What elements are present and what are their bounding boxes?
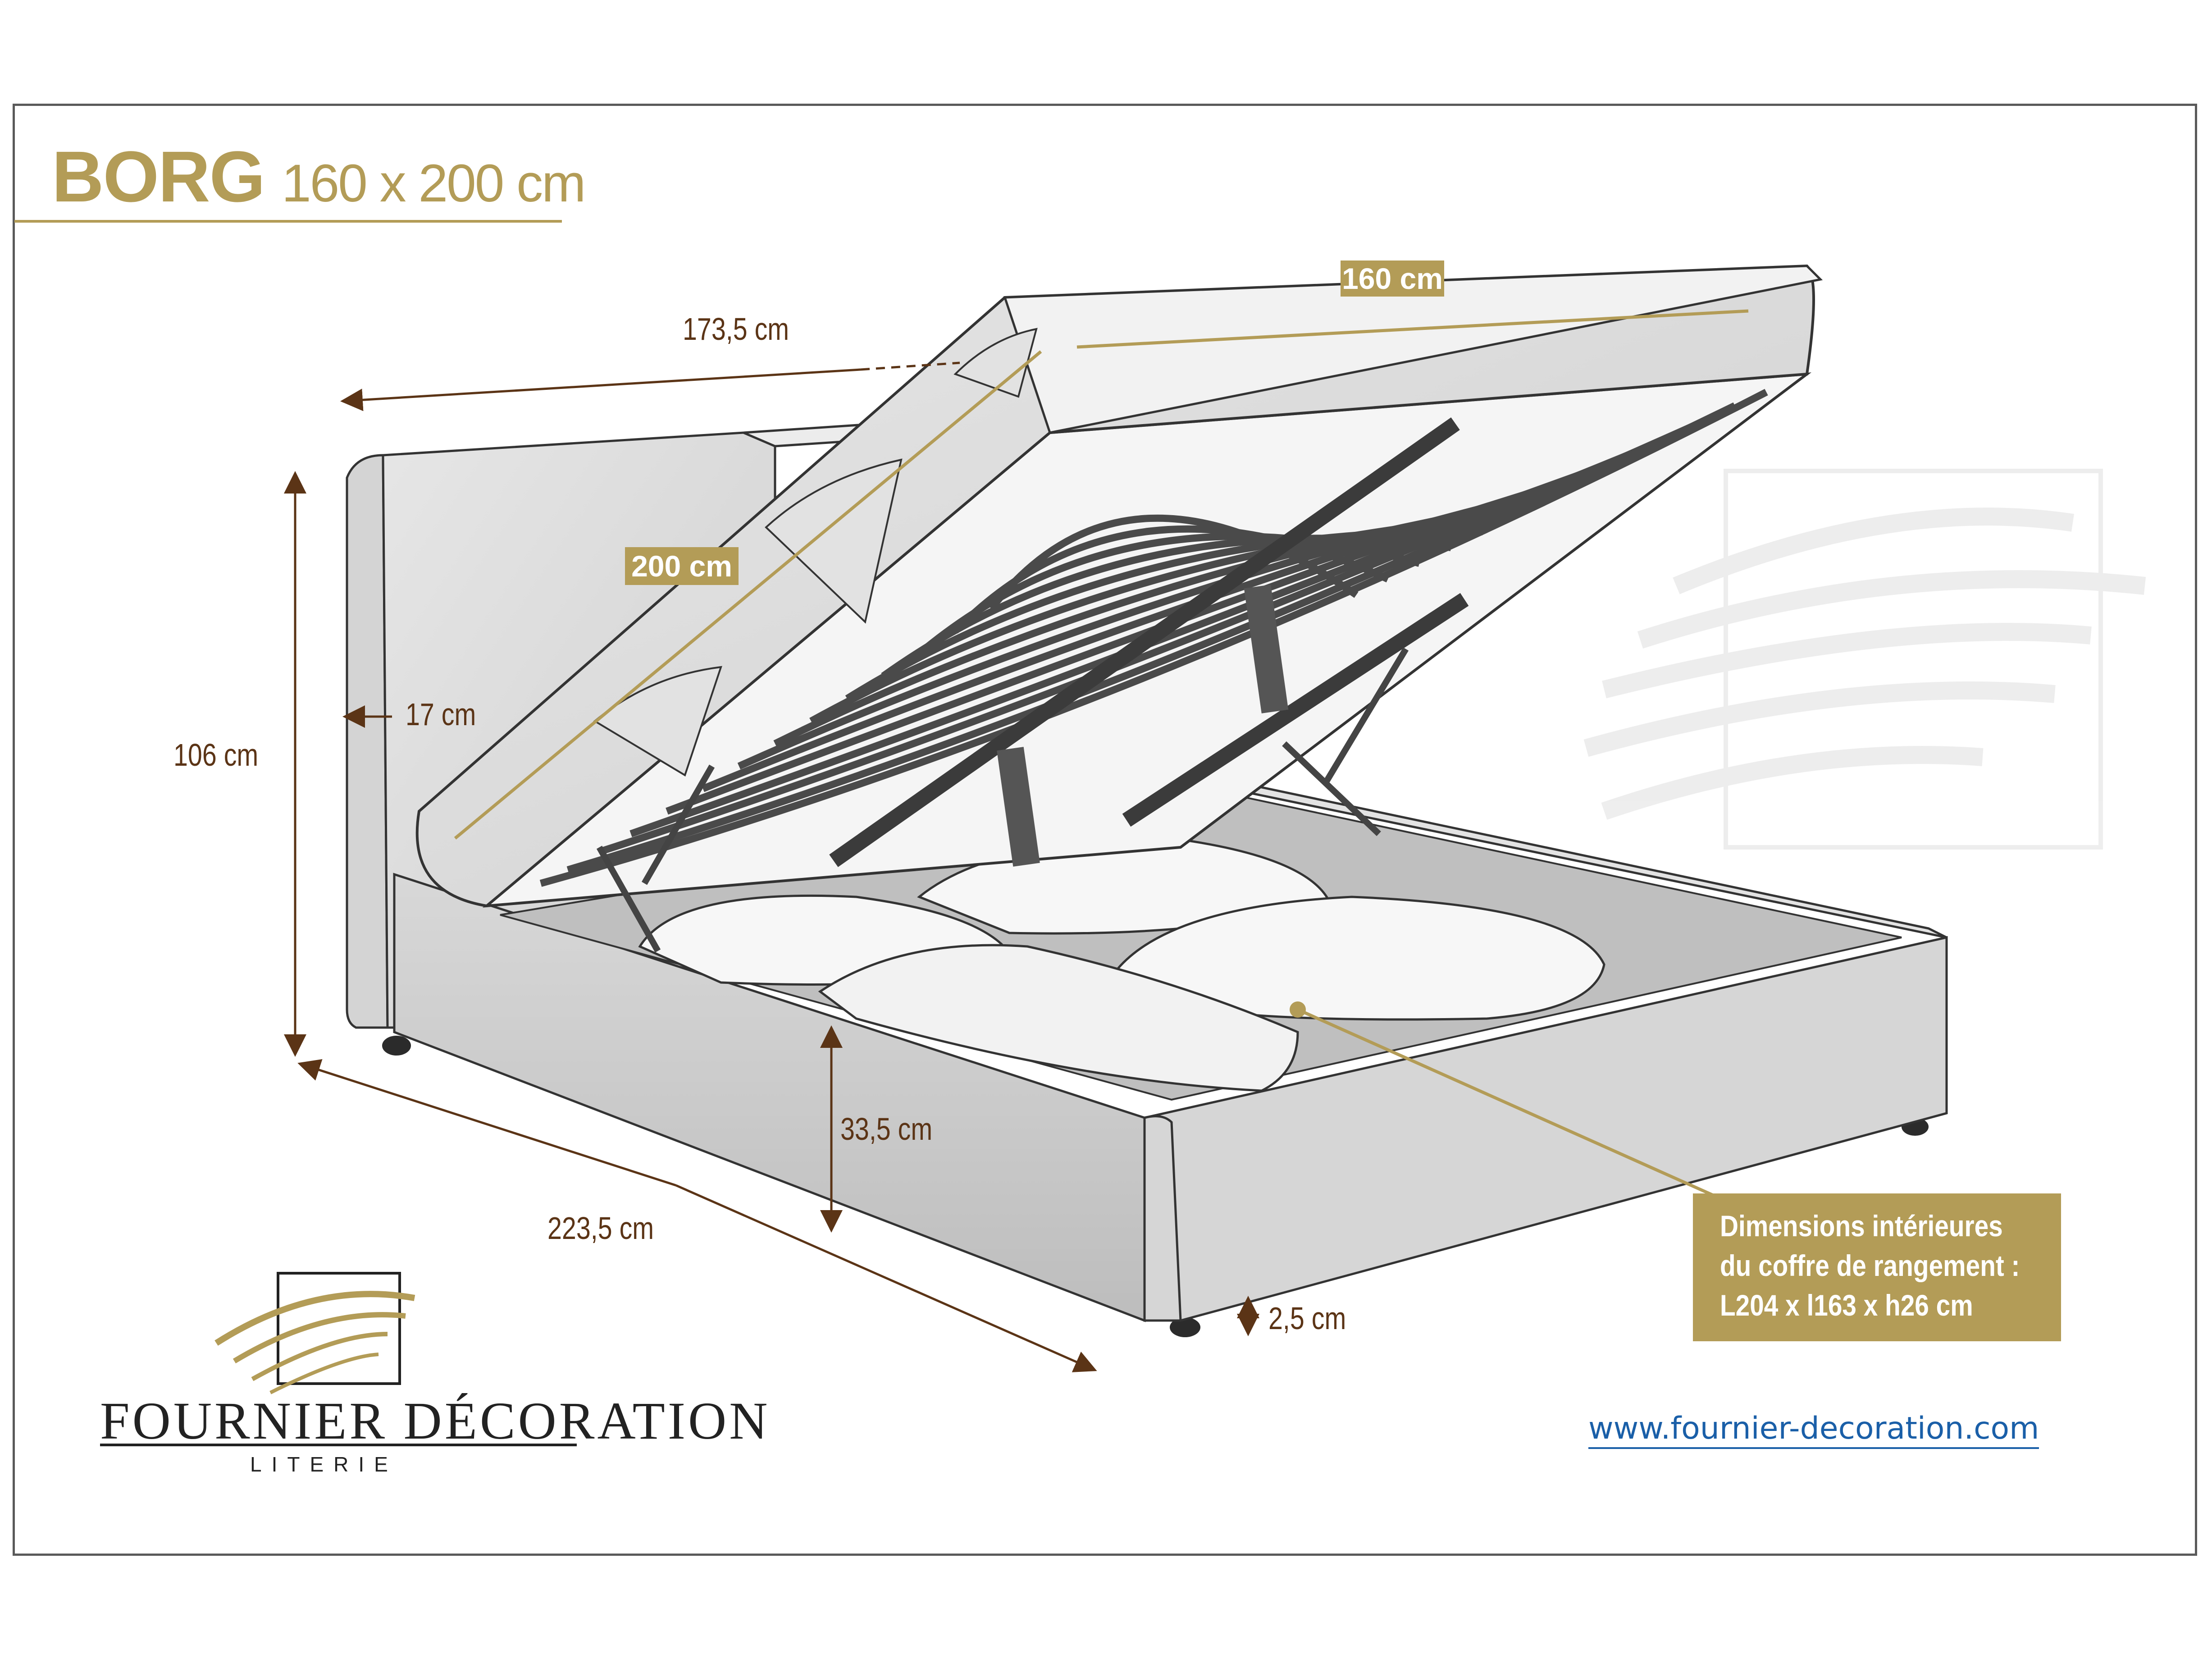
brand-name: FOURNIER DÉCORATION <box>100 1391 771 1450</box>
brand-logo-mark <box>214 1272 415 1394</box>
brand-subtitle: LITERIE <box>250 1453 398 1476</box>
storage-line-2: du coffre de rangement : <box>1720 1249 2020 1282</box>
title-underline <box>14 220 562 223</box>
dim-lid-width-tag: 160 cm <box>1341 261 1444 297</box>
dimension-arrows <box>284 361 1259 1372</box>
lid-cushion <box>415 264 1823 908</box>
gold-guides <box>454 309 1749 1201</box>
dim-total-length: 223,5 cm <box>547 1211 654 1246</box>
dim-foot-height: 2,5 cm <box>1268 1301 1346 1336</box>
website-link[interactable]: www.fournier-decoration.com <box>1588 1411 2039 1449</box>
storage-dimensions-box: Dimensions intérieures du coffre de rang… <box>1693 1193 2061 1341</box>
dim-headboard-width: 173,5 cm <box>683 311 789 347</box>
dim-headboard-height: 106 cm <box>173 737 259 772</box>
lifted-slat-frame <box>482 372 1811 953</box>
dim-lid-length-tag: 200 cm <box>625 547 739 585</box>
storage-line-1: Dimensions intérieures <box>1720 1209 2003 1243</box>
brand-underline <box>100 1444 577 1446</box>
watermark-logo <box>1583 469 2146 850</box>
storage-line-3: L204 x l163 x h26 cm <box>1720 1289 1973 1322</box>
product-name: BORG <box>52 136 265 217</box>
storage-contents <box>638 837 1605 1092</box>
product-size: 160 x 200 cm <box>282 154 586 213</box>
dim-frame-height: 33,5 cm <box>840 1111 933 1147</box>
product-title: BORG 160 x 200 cm <box>52 135 586 218</box>
page-border <box>13 104 2197 1556</box>
dim-headboard-thickness: 17 cm <box>406 697 476 732</box>
